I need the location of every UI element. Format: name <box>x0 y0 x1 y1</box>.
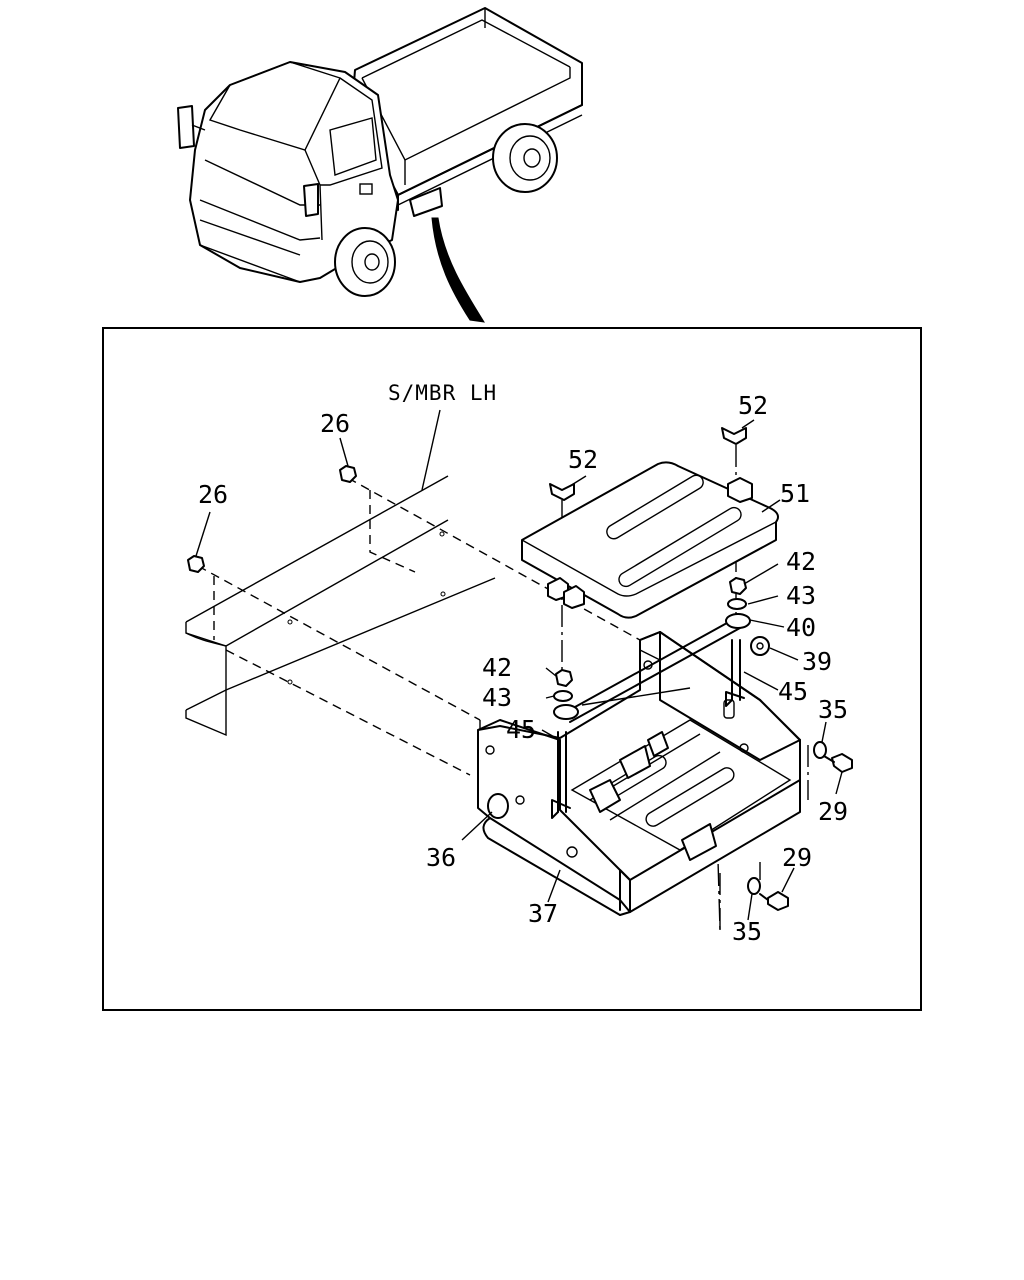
callout-labels: S/MBR LH 26 26 52 52 51 42 43 40 39 45 3… <box>198 381 848 946</box>
hold-down-rods <box>551 617 745 819</box>
battery-cover <box>521 461 779 619</box>
side-member <box>185 409 496 737</box>
label-35-right: 35 <box>818 695 848 724</box>
label-37: 37 <box>528 899 558 928</box>
label-40: 40 <box>786 613 816 642</box>
label-52-left: 52 <box>568 445 598 474</box>
label-51: 51 <box>780 479 810 508</box>
label-29-bottom: 29 <box>782 843 812 872</box>
detail-frame <box>102 327 922 1011</box>
label-29-right: 29 <box>818 797 848 826</box>
label-36: 36 <box>426 843 456 872</box>
label-35-bottom: 35 <box>732 917 762 946</box>
hardware <box>187 427 853 911</box>
label-43-left: 43 <box>482 683 512 712</box>
label-26-top: 26 <box>320 409 350 438</box>
label-43-right: 43 <box>786 581 816 610</box>
label-52-right: 52 <box>738 391 768 420</box>
leader-lines <box>195 419 843 921</box>
label-42-left: 42 <box>482 653 512 682</box>
label-45-left: 45 <box>506 715 536 744</box>
battery-tray <box>477 631 801 916</box>
label-26-left: 26 <box>198 480 228 509</box>
label-45-right: 45 <box>778 677 808 706</box>
label-39: 39 <box>802 647 832 676</box>
truck-illustration <box>177 7 583 323</box>
label-side-member: S/MBR LH <box>388 381 497 405</box>
bushing <box>487 793 509 819</box>
label-42-right: 42 <box>786 547 816 576</box>
